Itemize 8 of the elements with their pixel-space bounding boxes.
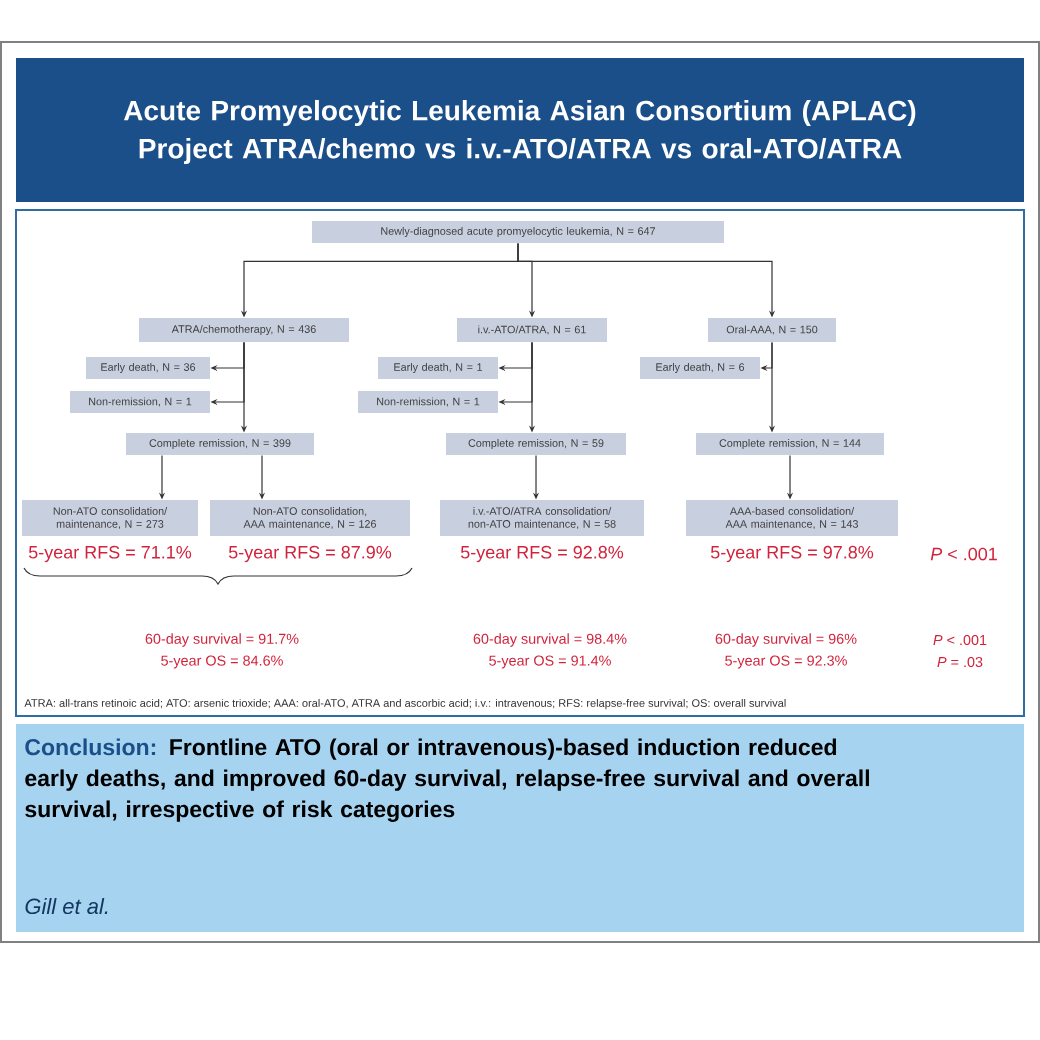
survival-rate: 5-year RFS = 92.8% (460, 545, 624, 563)
title-banner: Acute Promyelocytic Leukemia Asian Consortium (APLAC) Project ATRA/chemo vs i.v.-ATO/ATRA vs oral-ATO/ATRA (16, 58, 1024, 202)
survival-rate: 5-year RFS = 97.8% (710, 545, 874, 563)
p-value: P < .001 (930, 547, 997, 561)
survival-rate: 5-year RFS = 71.1% (28, 545, 192, 563)
citation: Gill et al. (25, 897, 108, 915)
survival-rate: 5-year RFS = 87.9% (228, 545, 392, 563)
conclusion-text: Conclusion: Frontline ATO (oral or intravenous)-based induction reduced early deaths, and improved 60-day survival, relapse-free survival and overall survival, irrespective of risk categories (25, 738, 869, 822)
